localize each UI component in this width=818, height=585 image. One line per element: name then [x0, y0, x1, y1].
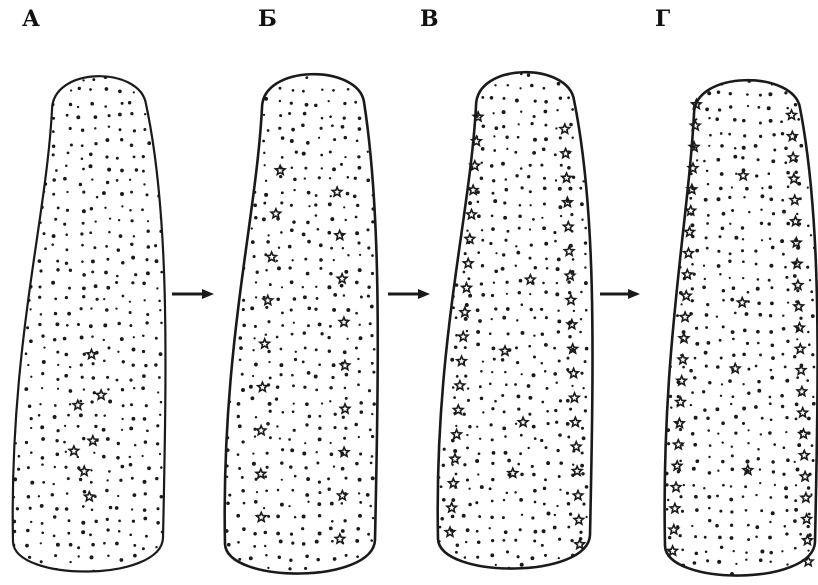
cell-b [211, 71, 389, 575]
cell-b-outline [225, 74, 378, 573]
arrow-b-to-c [388, 289, 430, 299]
arrow-c-to-d [600, 289, 640, 299]
arrow-a-to-b [172, 289, 214, 299]
cell-a-outline [13, 76, 166, 571]
cell-d [650, 77, 818, 579]
cell-a [0, 74, 177, 576]
cell-c-outline [438, 72, 593, 568]
cell-c [423, 70, 603, 573]
